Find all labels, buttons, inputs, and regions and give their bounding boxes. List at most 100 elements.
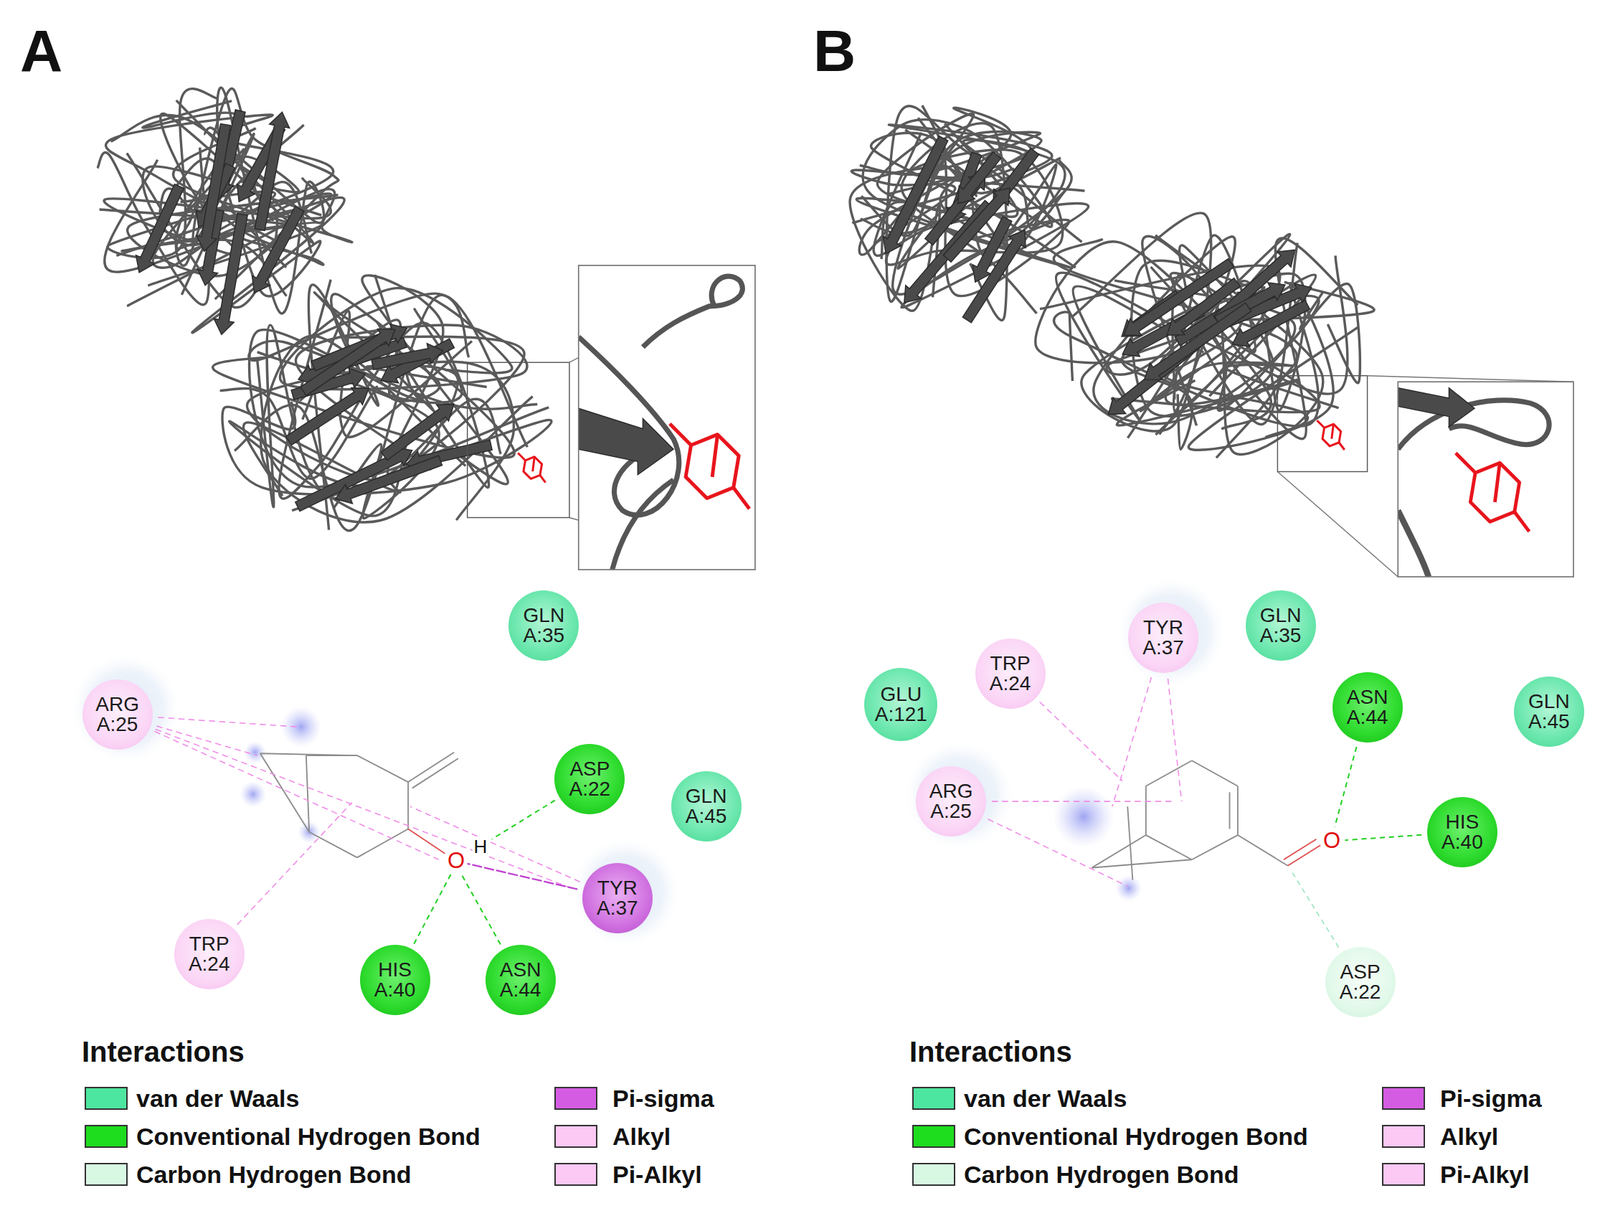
beta-strand: [371, 343, 444, 370]
ligand-bond: [1283, 839, 1317, 860]
hydrophobic-spot: [239, 780, 267, 808]
beta-strand: [335, 455, 443, 504]
coil-loop: [856, 119, 1072, 269]
residue-circle: ARG A:25: [915, 765, 987, 837]
inset-ground: [1397, 381, 1574, 577]
ligand-bond: [260, 753, 358, 756]
inset-ground: [578, 265, 756, 570]
residue-circle: GLN A:45: [671, 770, 742, 842]
ligand-bond: [1288, 844, 1322, 865]
beta-strand: [1397, 387, 1475, 427]
ligand-bond: [1229, 791, 1231, 829]
legend-swatch: [1381, 1162, 1426, 1186]
residue-name: GLN A:35: [523, 605, 566, 646]
protein-domain: [1035, 212, 1375, 458]
residue-halo: [905, 742, 1012, 849]
residue-name: ASN A:44: [1346, 687, 1389, 728]
residue-halo: [72, 655, 179, 762]
residue-name: ASP A:22: [569, 758, 612, 799]
protein-domain: [212, 274, 552, 531]
ligand-bond: [1145, 786, 1147, 835]
residue-circle: ASP A:22: [554, 743, 625, 814]
zoom-box: [1277, 375, 1367, 472]
coil-loop: [1035, 241, 1317, 429]
coil-loop: [901, 123, 1038, 321]
residue-circle: ASP A:22: [1325, 946, 1396, 1017]
hydrophobic-spot: [1052, 786, 1114, 847]
residue-circle: ASN A:44: [485, 944, 556, 1015]
legend-swatch: [1381, 1086, 1426, 1110]
hydrophobic-spot: [280, 706, 322, 748]
ligand-stick: [540, 474, 546, 482]
ligand-stick: [523, 456, 543, 480]
panel-label: A: [20, 21, 63, 81]
ligand-bond: [306, 755, 310, 832]
coil-loop: [256, 324, 525, 508]
residue-name: TRP A:24: [188, 933, 231, 974]
residue-circle: ARG A:25: [82, 679, 153, 750]
interaction-line: [467, 863, 579, 890]
ligand-stick: [1338, 442, 1345, 450]
residue-name: TRP A:24: [989, 653, 1032, 694]
legend-text: van der Waals: [963, 1085, 1127, 1111]
legend-text: Pi-sigma: [1440, 1085, 1542, 1111]
ligand-stick: [517, 453, 525, 461]
interaction-line: [1039, 702, 1123, 781]
interaction-line: [237, 802, 353, 925]
ligand-stick: [712, 434, 718, 477]
hydrophobic-spot: [1115, 874, 1142, 902]
legend-swatch: [554, 1086, 598, 1110]
ligand-bond: [1237, 834, 1289, 866]
coil-loop: [859, 106, 1083, 302]
zoom-line: [1277, 471, 1398, 577]
panel-label: B: [813, 21, 856, 81]
beta-strand: [1123, 258, 1234, 336]
legend-swatch: [84, 1162, 128, 1186]
interaction-line: [154, 730, 439, 860]
residue-circle: TRP A:24: [975, 638, 1046, 709]
ligand-bond: [1091, 834, 1146, 868]
ligand-bond: [407, 781, 409, 829]
ligand-stick: [1455, 453, 1476, 473]
legend-text: Pi-Alkyl: [1440, 1161, 1530, 1187]
residue-circle: HIS A:40: [1427, 796, 1498, 868]
ligand-bond: [1146, 760, 1192, 787]
legend-text: Alkyl: [612, 1123, 671, 1149]
interaction-line: [1334, 746, 1357, 827]
coil-loop: [642, 276, 743, 348]
interaction-line: [987, 819, 1128, 886]
legend-text: Conventional Hydrogen Bond: [963, 1123, 1309, 1149]
interaction-line: [1291, 871, 1339, 947]
legend-text: Carbon Hydrogen Bond: [136, 1161, 411, 1187]
ligand-bond: [408, 752, 454, 782]
residue-circle: TYR A:37: [1128, 602, 1199, 673]
residue-name: GLN A:45: [1528, 691, 1570, 732]
interaction-line: [1344, 834, 1422, 840]
residue-circle: TYR A:37: [582, 862, 653, 934]
coil-loop: [248, 293, 538, 409]
protein-domain: [849, 105, 1089, 323]
coil-loop: [1397, 510, 1429, 578]
ligand-bond: [260, 753, 310, 832]
legend-swatch: [912, 1162, 956, 1186]
beta-strand: [196, 123, 231, 252]
residue-name: HIS A:40: [374, 959, 416, 1000]
legend-text: Pi-Alkyl: [612, 1161, 703, 1187]
ligand-bond: [1237, 786, 1239, 835]
beta-strand: [136, 184, 185, 273]
ligand-bond: [1091, 859, 1192, 868]
residue-circle: HIS A:40: [360, 944, 431, 1015]
legend-swatch: [554, 1162, 598, 1186]
zoom-box: [467, 362, 570, 518]
coil-loop: [612, 479, 674, 570]
legend-text: Conventional Hydrogen Bond: [136, 1123, 481, 1149]
residue-circle: GLN A:35: [1245, 590, 1317, 661]
residue-circle: GLN A:45: [1513, 676, 1585, 747]
legend-text: Alkyl: [1440, 1123, 1499, 1149]
ligand-stick: [1514, 512, 1530, 532]
ligand-bond: [412, 758, 459, 788]
beta-strand: [943, 187, 1010, 262]
legend-title: Interactions: [81, 1037, 245, 1066]
residue-name: ARG A:25: [95, 694, 140, 735]
